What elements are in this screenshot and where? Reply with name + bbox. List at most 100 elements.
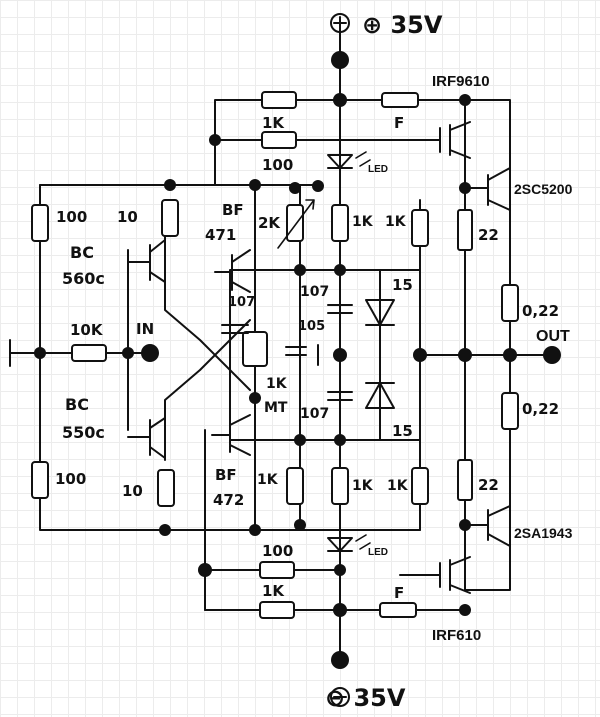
r22-bottom-value: 22 (478, 476, 499, 494)
junction-dot (334, 434, 346, 446)
r1k-bl-value: 1K (257, 472, 279, 488)
led-bottom-rays (355, 534, 371, 550)
resistor-1k-bottom (259, 601, 295, 619)
capacitors (221, 304, 353, 401)
transistor-bc560-icon (127, 239, 166, 283)
r022-bottom-value: 0,22 (522, 400, 559, 418)
bf472-label-line1: BF (215, 466, 237, 484)
resistor-22-top (457, 209, 473, 251)
positive-terminal-dot (331, 51, 349, 69)
junction-dot (333, 603, 347, 617)
junction-dot (249, 179, 261, 191)
r1k-top-feed-value: 1K (262, 114, 285, 132)
resistor-10k (71, 344, 107, 362)
resistor-bodies (31, 91, 519, 619)
junctions (34, 51, 561, 669)
bc560-label-line2: 560c (62, 269, 105, 288)
capacitor-107-bottom (327, 391, 353, 401)
capacitor-107-left (221, 324, 249, 334)
r2k-trim-value: 2K (258, 214, 281, 232)
d15-top-value: 15 (392, 276, 413, 294)
resistor-1k-mt (242, 331, 268, 367)
led-top-icon (327, 154, 353, 169)
resistor-10-top (161, 199, 179, 237)
resistor-22-bottom (457, 459, 473, 501)
resistor-1k-bm (331, 467, 349, 505)
output-terminal-dot (543, 346, 561, 364)
transistor-2sa1943-icon (467, 505, 511, 547)
junction-dot (249, 392, 261, 404)
resistor-1k-br (411, 467, 429, 505)
irf9610-label: IRF9610 (432, 73, 490, 90)
c105-value: 105 (298, 319, 325, 334)
transistor-bc550-icon (127, 417, 166, 459)
c107-left-value: 107 (228, 295, 255, 310)
capacitor-107-right (327, 304, 353, 314)
fuse-top-label: F (394, 114, 404, 132)
junction-dot (209, 134, 221, 146)
mosfet-irf610-icon (399, 556, 471, 594)
c107-right-top-value: 107 (300, 284, 329, 300)
fuse-bottom-label: F (394, 584, 404, 602)
cross-wire-a (164, 224, 251, 391)
junction-dot (459, 182, 471, 194)
fuse-top (381, 92, 419, 108)
bias-chain-wire (229, 269, 421, 441)
junction-dot (503, 348, 517, 362)
zener-15-top (365, 299, 395, 326)
bf471-label-line2: 471 (205, 226, 236, 244)
junction-dot (312, 180, 324, 192)
junction-dot (459, 94, 471, 106)
r10-top-value: 10 (117, 208, 138, 226)
plus-sign-icon (333, 16, 347, 30)
2sc5200-label: 2SC5200 (514, 181, 573, 197)
bf472-label-line2: 472 (213, 491, 244, 509)
fuse-bottom (379, 602, 417, 618)
diodes (327, 151, 395, 552)
r1k-bm-value: 1K (352, 478, 374, 494)
r100-top-feed-value: 100 (262, 156, 293, 174)
junction-dot (159, 524, 171, 536)
bf471-label-line1: BF (222, 201, 244, 219)
left-loop-wire (39, 184, 166, 531)
c107-bottom-value: 107 (300, 406, 329, 422)
transistor-bf471-icon (214, 249, 251, 293)
bc550-label-line1: BC (65, 395, 89, 414)
minus-circle-icon (330, 687, 350, 707)
junction-dot (164, 179, 176, 191)
junction-dot (198, 563, 212, 577)
junction-dot (122, 347, 134, 359)
junction-dot (413, 348, 427, 362)
mosfet-irf9610-icon (399, 121, 471, 159)
junction-dot (459, 604, 471, 616)
r10k-value: 10K (70, 321, 104, 339)
r1k-mt-value: 1K (266, 376, 288, 392)
bc550-label-line2: 550c (62, 423, 105, 442)
junction-dot (289, 182, 301, 194)
junction-dot (333, 93, 347, 107)
junction-dot (294, 519, 306, 531)
in-label: IN (136, 320, 154, 338)
r10-bottom-value: 10 (122, 482, 143, 500)
r1k-br-value: 1K (387, 478, 409, 494)
junction-dot (334, 264, 346, 276)
junction-dot (459, 519, 471, 531)
resistor-1k-tr (411, 209, 429, 247)
r1k-tr-value: 1K (385, 214, 407, 230)
plus-circle-icon (330, 13, 350, 33)
resistor-1k-bl (286, 467, 304, 505)
cross-wire-b (164, 319, 251, 461)
negative-terminal-dot (331, 651, 349, 669)
resistor-022-bottom (501, 392, 519, 430)
capacitor-mid (285, 346, 307, 356)
led-bottom-label: LED (368, 547, 388, 558)
r1k-bottom-feed-value: 1K (262, 582, 285, 600)
junction-dot (294, 264, 306, 276)
resistor-1k-tl (331, 204, 349, 242)
resistor-100-top (261, 131, 297, 149)
resistor-100-left-top (31, 204, 49, 242)
led-top-rays (355, 151, 371, 167)
input-node-dot (141, 344, 159, 362)
